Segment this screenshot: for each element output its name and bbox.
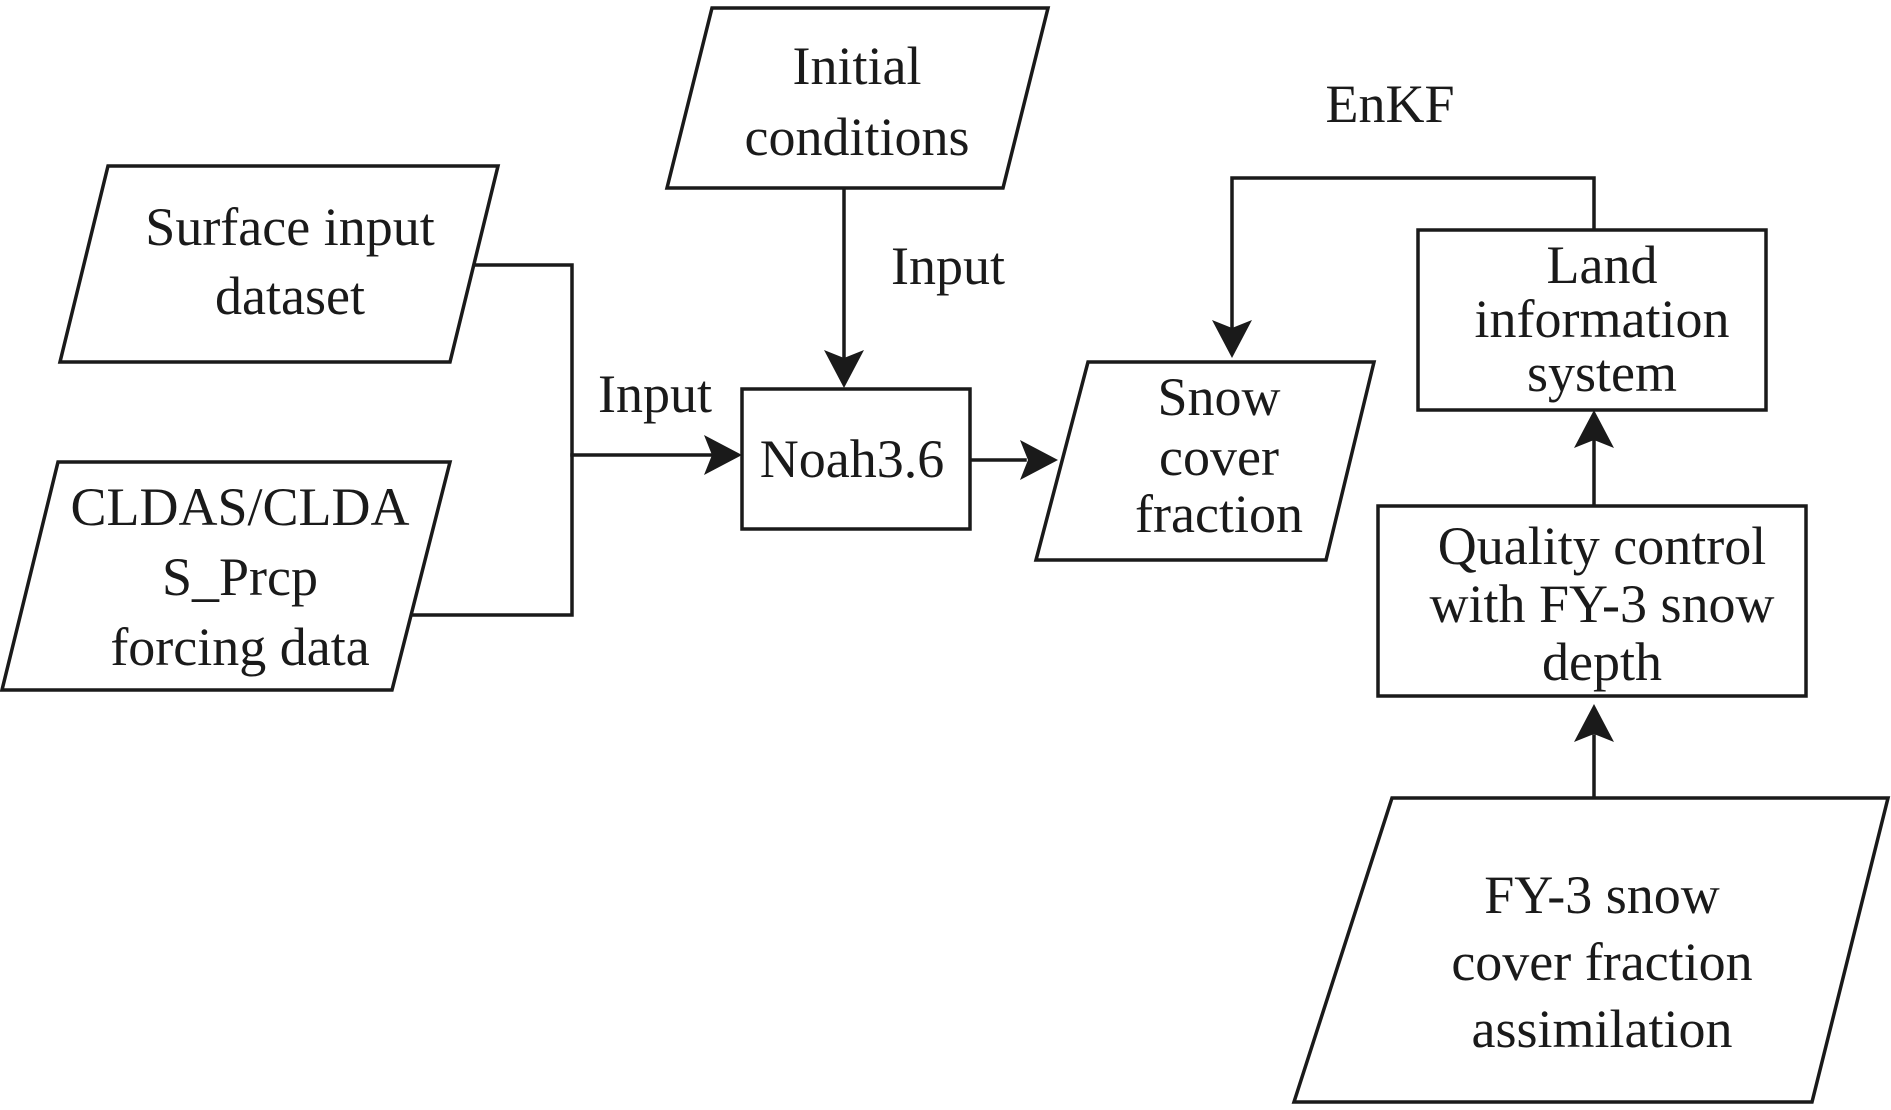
qc-label-line-3: depth xyxy=(1542,632,1662,692)
qc-label-line-2: with FY-3 snow xyxy=(1429,574,1774,634)
noah-label: Noah3.6 xyxy=(760,429,944,489)
fy3-assimilation-node: FY-3 snow cover fraction assimilation xyxy=(1291,796,1891,1104)
land-information-system-node: Land information system xyxy=(1416,228,1768,412)
surface-input-label-line-1: Surface input xyxy=(145,197,434,257)
initial-conditions-label-line-2: conditions xyxy=(745,107,970,167)
snow-cover-label-line-2: cover xyxy=(1159,427,1279,487)
enkf-loop-connector xyxy=(1230,176,1596,330)
arrowhead-up-icon xyxy=(1574,410,1614,448)
qc-label-line-1: Quality control xyxy=(1438,516,1766,576)
lis-label-line-1: Land xyxy=(1547,235,1658,295)
fy3-label-line-3: assimilation xyxy=(1472,999,1733,1059)
arrowhead-up-icon xyxy=(1574,704,1614,742)
lis-label-line-3: system xyxy=(1527,343,1677,403)
fy3-label-line-2: cover fraction xyxy=(1451,932,1752,992)
enkf-edge-label: EnKF xyxy=(1325,74,1454,134)
surface-input-node: Surface input dataset xyxy=(57,164,501,364)
cldas-label-line-1: CLDAS/CLDA xyxy=(70,477,409,537)
lis-label-line-2: information xyxy=(1475,289,1730,349)
fy3-label-line-1: FY-3 snow xyxy=(1484,865,1720,925)
initial-conditions-node: Initial conditions xyxy=(664,6,1051,190)
cldas-label-line-2: S_Prcp xyxy=(162,547,318,607)
connectors xyxy=(406,176,1596,800)
surface-input-connector xyxy=(406,263,574,617)
arrowhead-down-icon xyxy=(1212,320,1252,358)
arrowhead-down-icon xyxy=(824,350,864,388)
arrowheads xyxy=(704,320,1614,742)
snow-cover-label-line-1: Snow xyxy=(1157,367,1280,427)
arrowhead-right-icon xyxy=(704,435,742,475)
input-left-edge-label: Input xyxy=(598,364,712,424)
snow-cover-label-line-3: fraction xyxy=(1135,484,1303,544)
cldas-label-line-3: forcing data xyxy=(110,617,369,677)
cldas-forcing-node: CLDAS/CLDA S_Prcp forcing data xyxy=(0,460,453,692)
input-top-edge-label: Input xyxy=(891,236,1005,296)
snow-cover-fraction-node: Snow cover fraction xyxy=(1033,360,1377,562)
arrowhead-right-icon xyxy=(1020,440,1058,480)
initial-conditions-label-line-1: Initial xyxy=(793,36,922,96)
noah-model-node: Noah3.6 xyxy=(740,387,972,531)
surface-input-label-line-2: dataset xyxy=(215,266,365,326)
quality-control-node: Quality control with FY-3 snow depth xyxy=(1376,504,1808,698)
